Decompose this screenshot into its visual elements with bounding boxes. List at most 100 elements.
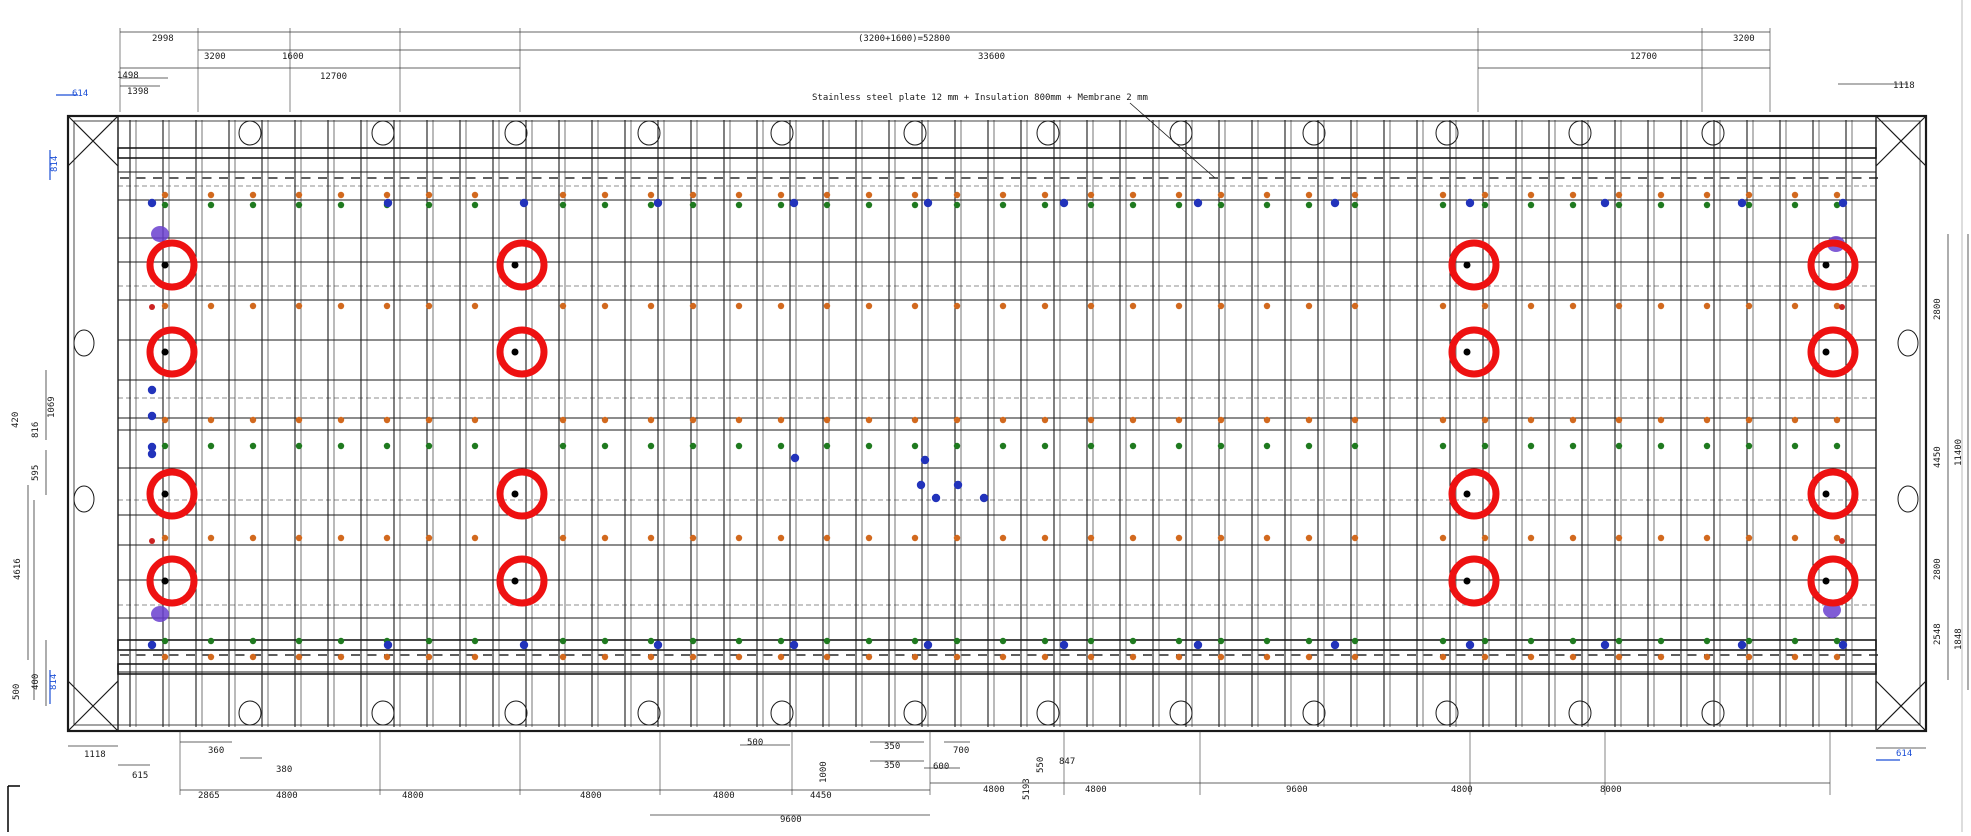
green-marker: [1657, 637, 1665, 645]
orange-marker: [689, 191, 697, 199]
purple-marker: [151, 606, 169, 622]
green-marker: [735, 637, 743, 645]
orange-marker: [1175, 191, 1183, 199]
ring-center-dot: [1463, 577, 1471, 585]
green-marker: [1439, 442, 1447, 450]
manhole-opening: [504, 700, 528, 726]
orange-marker: [1439, 653, 1447, 661]
orange-marker: [559, 302, 567, 310]
green-marker: [425, 637, 433, 645]
green-marker: [1351, 442, 1359, 450]
manhole-opening: [903, 120, 927, 146]
ring-center-dot: [1463, 261, 1471, 269]
red-marker: [1839, 538, 1845, 544]
orange-marker: [1703, 191, 1711, 199]
ring-center-dot: [161, 490, 169, 498]
green-marker: [647, 637, 655, 645]
green-marker: [1657, 201, 1665, 209]
right-end-block: [1875, 115, 1927, 732]
orange-marker: [911, 302, 919, 310]
green-marker: [1657, 442, 1665, 450]
orange-marker: [1527, 416, 1535, 424]
manhole-opening: [1302, 700, 1326, 726]
orange-marker: [1217, 191, 1225, 199]
orange-marker: [295, 416, 303, 424]
orange-marker: [1745, 534, 1753, 542]
blue-marker: [147, 411, 157, 421]
orange-marker: [161, 653, 169, 661]
corner-diagonal-top-right: [1875, 115, 1927, 167]
orange-marker: [337, 416, 345, 424]
orange-marker: [1217, 302, 1225, 310]
side-opening: [1897, 485, 1919, 513]
orange-marker: [559, 653, 567, 661]
green-marker: [207, 201, 215, 209]
note-leader-line: [1129, 102, 1216, 179]
ring-center-dot: [511, 490, 519, 498]
green-marker: [559, 442, 567, 450]
orange-marker: [1175, 534, 1183, 542]
orange-marker: [161, 416, 169, 424]
manhole-opening: [1568, 120, 1592, 146]
orange-marker: [471, 534, 479, 542]
left-end-block: [67, 115, 119, 732]
green-marker: [425, 201, 433, 209]
dim-bottom-4800-e: 4800: [983, 785, 1005, 795]
manhole-opening: [1568, 700, 1592, 726]
orange-marker: [777, 534, 785, 542]
green-marker: [1569, 637, 1577, 645]
orange-marker: [823, 534, 831, 542]
corner-diagonal-bottom-right: [1875, 680, 1927, 732]
manhole-opening: [1435, 120, 1459, 146]
green-marker: [911, 637, 919, 645]
orange-marker: [823, 653, 831, 661]
orange-marker: [647, 653, 655, 661]
orange-marker: [1041, 534, 1049, 542]
orange-marker: [383, 534, 391, 542]
blue-marker: [147, 385, 157, 395]
green-marker: [471, 201, 479, 209]
orange-marker: [1305, 416, 1313, 424]
orange-marker: [383, 653, 391, 661]
orange-marker: [999, 653, 1007, 661]
orange-marker: [1175, 653, 1183, 661]
dim-bottom-2865: 2865: [198, 791, 220, 801]
highlight-rings: [146, 239, 1859, 607]
green-marker: [1263, 201, 1271, 209]
orange-marker: [1305, 653, 1313, 661]
orange-marker: [735, 302, 743, 310]
orange-marker: [1569, 653, 1577, 661]
green-marker: [207, 442, 215, 450]
orange-marker: [1263, 302, 1271, 310]
green-marker: [1703, 637, 1711, 645]
orange-marker: [337, 191, 345, 199]
green-marker: [1791, 442, 1799, 450]
blue-marker: [1193, 640, 1203, 650]
orange-marker: [1481, 302, 1489, 310]
orange-marker: [1615, 534, 1623, 542]
orange-marker: [1305, 534, 1313, 542]
green-marker: [823, 442, 831, 450]
orange-marker: [337, 534, 345, 542]
blue-marker: [1330, 198, 1340, 208]
green-marker: [337, 637, 345, 645]
orange-marker: [425, 302, 433, 310]
orange-marker: [689, 302, 697, 310]
orange-marker: [1527, 534, 1535, 542]
blue-marker: [147, 640, 157, 650]
orange-marker: [1175, 302, 1183, 310]
dim-bottom-4450: 4450: [810, 791, 832, 801]
highlight-ring: [1448, 468, 1500, 520]
orange-marker: [1217, 653, 1225, 661]
orange-marker: [1615, 416, 1623, 424]
orange-marker: [777, 653, 785, 661]
side-opening: [1897, 329, 1919, 357]
orange-marker: [207, 191, 215, 199]
dim-left-816: 816: [31, 422, 41, 438]
blue-marker: [1737, 198, 1747, 208]
green-marker: [735, 201, 743, 209]
blue-marker: [1600, 640, 1610, 650]
orange-marker: [1615, 653, 1623, 661]
blue-marker: [147, 442, 157, 452]
orange-marker: [559, 416, 567, 424]
